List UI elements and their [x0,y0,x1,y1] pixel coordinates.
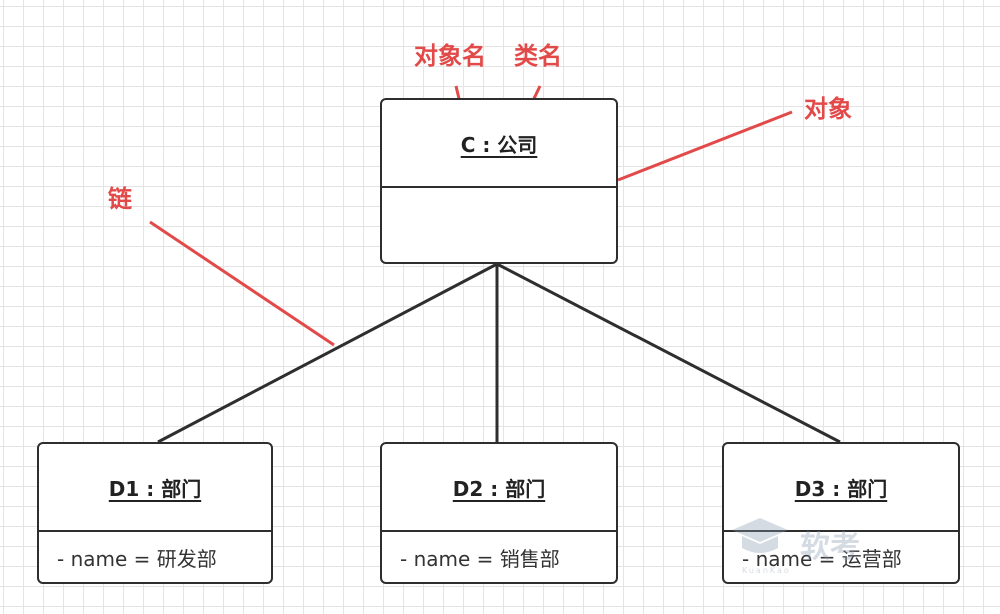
department-name-section: D2 : 部门 [382,444,616,532]
department-attribute: - name = 运营部 [742,546,902,571]
watermark-subtext: KuanKao [742,566,791,575]
link-to-d3 [496,262,841,444]
department-attribute-section: - name = 研发部 [39,532,271,582]
department-object-d3[interactable]: D3 : 部门 - name = 运营部 [722,442,960,584]
department-object-name: D2 : 部门 [452,476,546,501]
department-object-name: D1 : 部门 [108,476,202,501]
company-object-name: C : 公司 [460,132,538,157]
company-name-section: C : 公司 [382,100,616,188]
link-to-d1 [157,262,498,444]
department-attribute-section: - name = 运营部 [724,532,958,582]
graduation-cap-icon [732,518,788,553]
company-object[interactable]: C : 公司 [380,98,618,264]
annotation-object: 对象 [804,95,852,123]
watermark-text: 软考 [800,530,860,565]
department-object-d2[interactable]: D2 : 部门 - name = 销售部 [380,442,618,584]
annotation-object-name: 对象名 [414,42,486,70]
department-attribute: - name = 销售部 [400,546,560,571]
pointer-object [617,110,793,182]
department-object-name: D3 : 部门 [794,476,888,501]
annotation-link: 链 [108,185,132,213]
department-name-section: D3 : 部门 [724,444,958,532]
pointer-link [149,220,335,347]
annotation-class-name: 类名 [514,42,562,70]
department-attribute: - name = 研发部 [57,546,217,571]
watermark-logo: 软考 KuanKao [730,512,980,578]
department-object-d1[interactable]: D1 : 部门 - name = 研发部 [37,442,273,584]
department-name-section: D1 : 部门 [39,444,271,532]
department-attribute-section: - name = 销售部 [382,532,616,582]
